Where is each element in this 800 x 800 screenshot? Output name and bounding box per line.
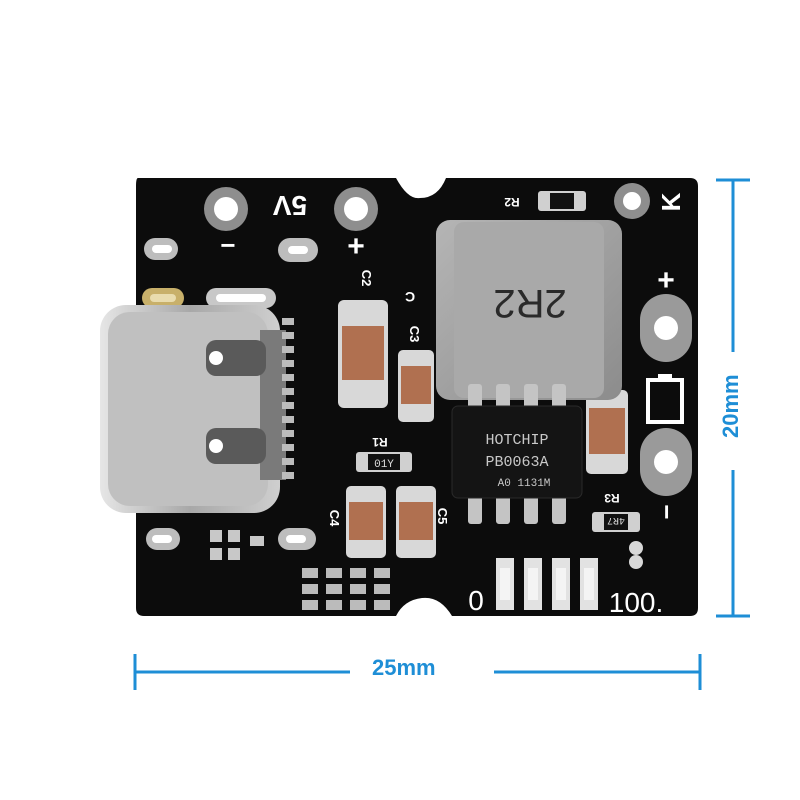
cap-c5-label: C5 (435, 508, 450, 525)
width-dimension-label: 25mm (372, 655, 436, 680)
res-01y-label: 01Y (374, 459, 394, 471)
chip-line-1: HOTCHIP (485, 432, 548, 449)
top-right-pad (614, 183, 650, 219)
usb-shell-tab (150, 294, 176, 302)
res-r2-label: R2 (504, 195, 520, 209)
battery-plus-pad (640, 294, 692, 362)
top-left-pad (204, 187, 248, 231)
ic-chip (451, 384, 583, 524)
top-plus-pad (334, 187, 378, 231)
silk-minus-top: − (220, 230, 235, 260)
res-4r7-label: 4R7 (607, 514, 625, 525)
slot-pad (288, 246, 308, 254)
capacitor-c2 (338, 300, 388, 408)
silk-5v: 5V (273, 190, 308, 221)
capacitor-c4 (346, 486, 386, 558)
inductor-label: 2R2 (493, 281, 566, 325)
silk-k: K (656, 192, 686, 211)
battery-icon-tip (658, 374, 672, 380)
slot-pad (152, 245, 172, 253)
capacitor-c-right (586, 390, 628, 474)
slot-pad (286, 535, 306, 543)
resistor-01y-body (368, 454, 400, 470)
height-dimension (716, 178, 750, 618)
capacitor-c5 (396, 486, 436, 558)
bottom-led-resistors (302, 568, 390, 610)
silk-minus-right: − (652, 504, 682, 519)
usb-shell-tab (216, 294, 266, 302)
capacitor-c3 (398, 350, 434, 422)
res-r1-label: R1 (372, 435, 388, 449)
small-smd-group (210, 530, 264, 560)
usb-c-connector (100, 305, 294, 513)
silk-plus-right: + (657, 264, 675, 297)
cap-c4-label: C4 (327, 510, 342, 527)
resistor-4r7-body (604, 514, 628, 530)
cap-c3-label: C3 (407, 326, 422, 343)
cap-c-label: C (405, 289, 415, 305)
resistor-r2-body (550, 193, 574, 209)
inductor (436, 220, 622, 400)
chip-line-3: A0 1131M (498, 478, 551, 490)
silk-plus-top: + (347, 230, 365, 263)
silk-100: 100. (609, 587, 664, 618)
height-dimension-label: 20mm (718, 374, 743, 438)
chip-line-2: PB0063A (485, 454, 548, 471)
cap-c2-label: C2 (359, 270, 374, 287)
battery-minus-pad (640, 428, 692, 496)
res-r3-label: R3 (604, 491, 620, 505)
slot-pad (152, 535, 172, 543)
indicator-leds (496, 541, 643, 610)
silk-0: 0 (468, 585, 484, 616)
width-dimension (133, 654, 702, 690)
